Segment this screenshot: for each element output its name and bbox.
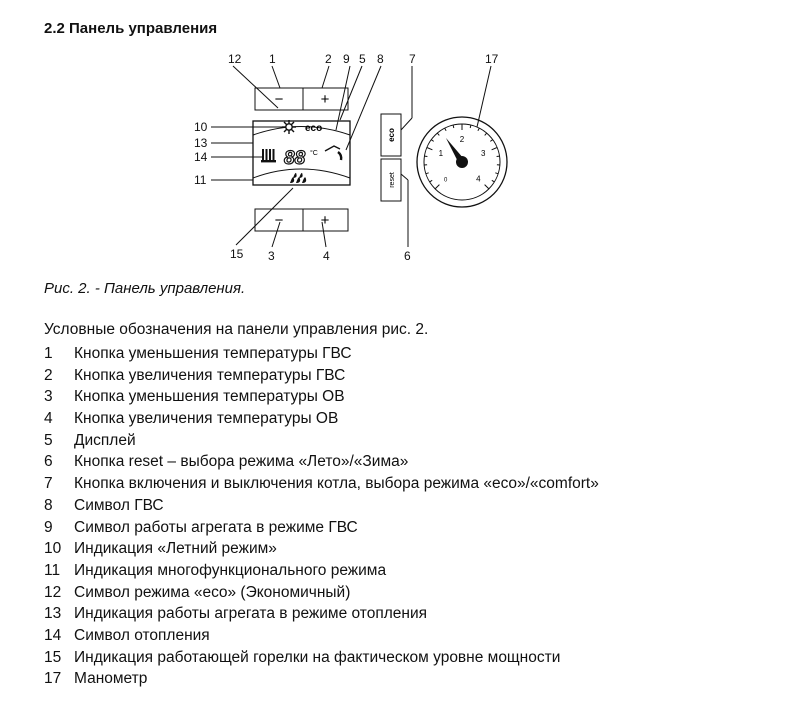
manometer-tick [425,172,429,175]
display-digits: 88 [284,148,306,169]
callout-10: 10 [194,120,208,134]
callout-12: 12 [228,52,242,66]
manometer-tick-label: 2 [460,135,465,144]
callout-11: 11 [194,173,207,187]
eco-button-label: eco [387,128,396,142]
ch-plus-glyph: + [321,212,330,229]
callout-2: 2 [325,52,332,66]
burner-flame-icon [290,172,307,183]
manometer-tick [426,147,433,151]
ch-minus-glyph: − [275,212,284,229]
manometer-tick [490,139,493,142]
manometer-tick-marks [424,124,500,190]
callout-5: 5 [359,52,366,66]
display-eco-label: eco [305,123,322,134]
dhw-plus-glyph: + [321,91,330,108]
manometer-tick [429,179,433,183]
manometer-tick [484,132,488,136]
manometer-tick-label: 4 [476,174,481,183]
manometer-tick [491,179,495,183]
reset-button-label: reset [389,172,396,188]
ch-plus-button[interactable] [302,208,349,232]
callout-4: 4 [323,249,330,263]
manometer-tick [477,127,480,132]
callout-9: 9 [343,52,350,66]
eco-button[interactable] [380,113,402,157]
radiator-icon [261,149,276,163]
callout-1: 1 [269,52,276,66]
display-unit: °C [310,149,318,157]
dhw-plus-button[interactable] [302,87,349,111]
display-frame [252,120,351,186]
tap-icon [324,145,343,161]
figure-caption: Рис. 2. - Панель управления. [44,280,246,297]
manometer-tick [431,139,434,142]
manometer-tick [495,172,499,175]
manometer-tick-label: 0 [444,177,448,183]
callout-17: 17 [485,52,499,66]
callout-6: 6 [404,249,411,263]
summer-sun-icon [282,120,296,134]
callout-8: 8 [377,52,384,66]
callout-13: 13 [194,136,208,150]
manometer-tick [484,184,490,190]
manometer-tick [491,147,498,151]
display-lower-arc [252,168,351,179]
manometer-tick [469,124,472,129]
manometer-outer [416,116,508,208]
display-upper-arc [252,126,351,136]
manometer-needle [445,137,468,168]
manometer-hub [456,156,468,168]
manometer-tick-label: 1 [439,149,444,158]
manometer-tick [444,127,447,132]
dhw-minus-glyph: − [275,91,284,108]
callout-7: 7 [409,52,416,66]
manometer-tick [452,124,455,129]
callout-14: 14 [194,150,208,164]
section-heading: 2.2 Панель управления [44,20,218,37]
manometer-tick-label: 3 [481,149,486,158]
manometer-tick [436,132,440,136]
manometer-tick-labels: 0 1 2 3 4 [439,135,486,183]
legend-intro: Условные обозначения на панели управлени… [44,321,429,338]
manometer-tick [434,184,440,190]
callout-15: 15 [230,247,244,261]
reset-button[interactable] [380,158,402,202]
callout-3: 3 [268,249,275,263]
